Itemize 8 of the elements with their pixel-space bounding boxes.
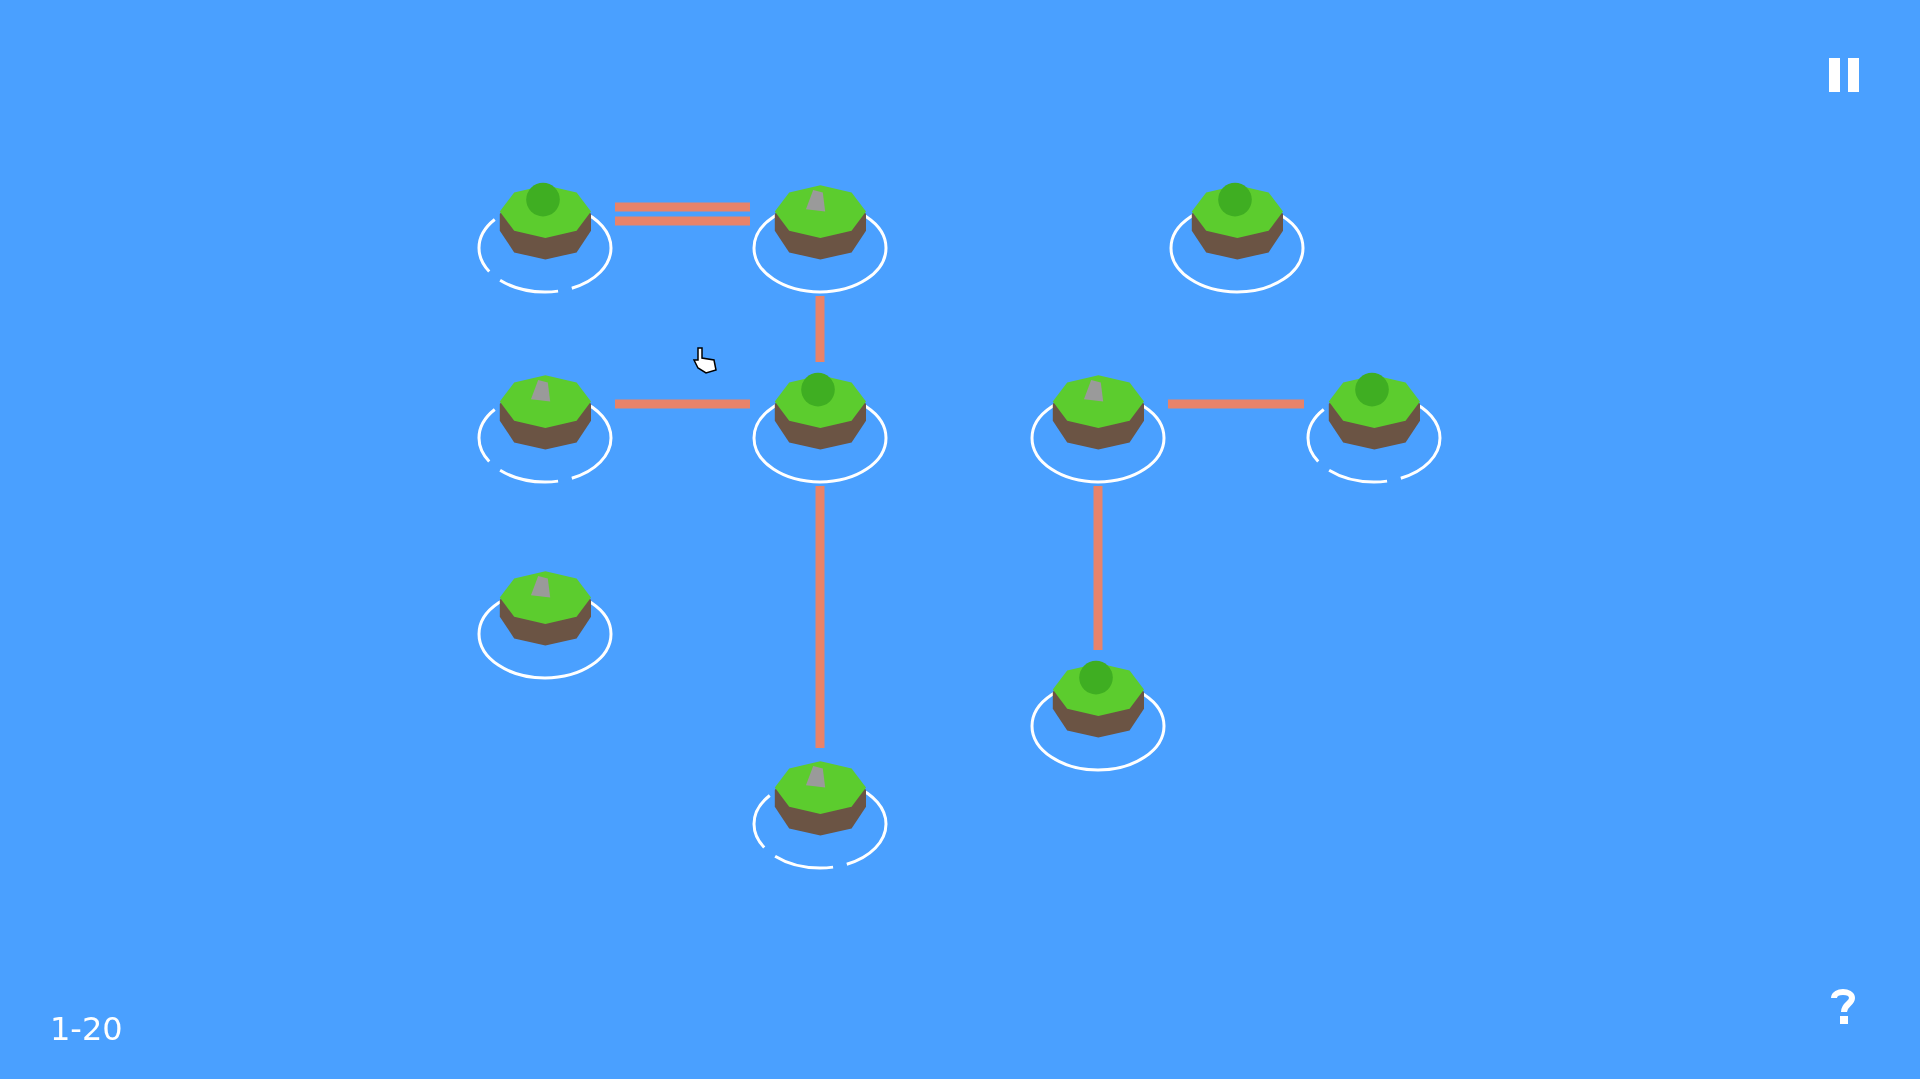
bridge bbox=[615, 216, 750, 226]
bridge bbox=[1168, 399, 1304, 409]
bridge bbox=[815, 296, 825, 362]
bridge bbox=[1093, 486, 1103, 650]
bridge bbox=[615, 202, 750, 212]
level-number: 1-20 bbox=[50, 1010, 123, 1048]
bridge bbox=[615, 399, 750, 409]
bridge bbox=[815, 486, 825, 748]
